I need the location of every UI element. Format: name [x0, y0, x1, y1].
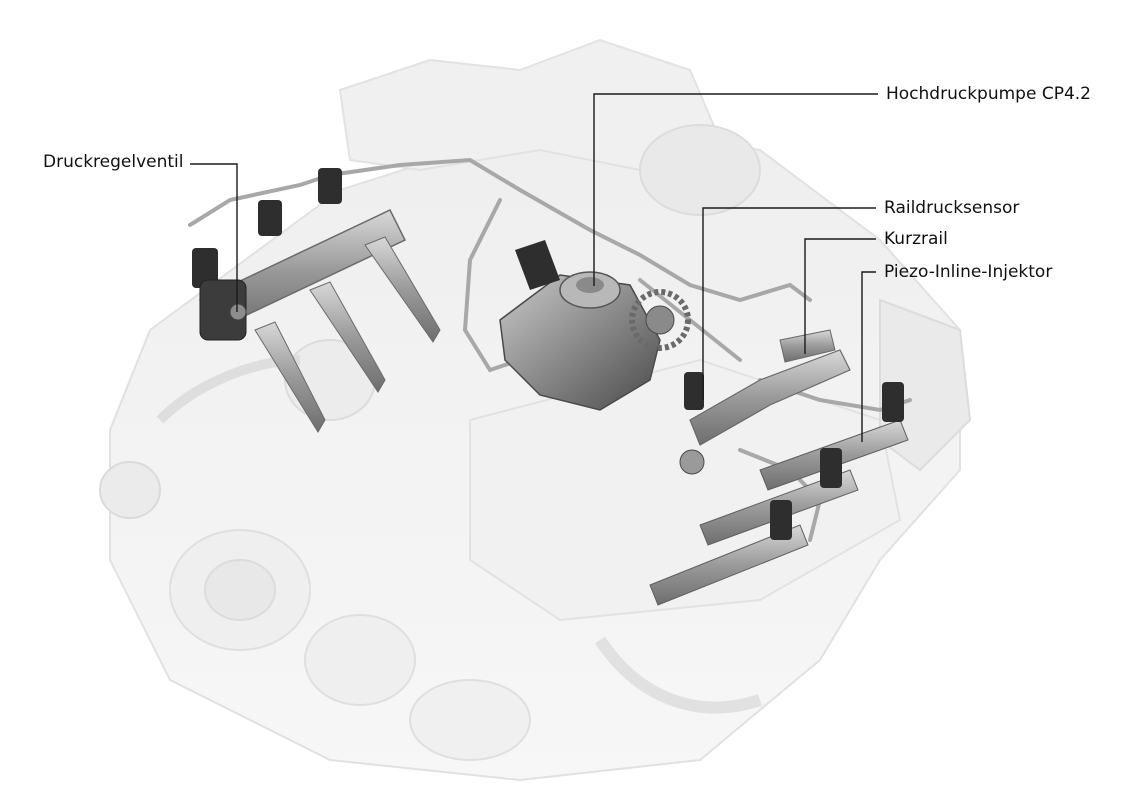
label-kurzrail: Kurzrail — [884, 229, 948, 249]
leader-hochdruckpumpe — [593, 93, 878, 286]
right-rail-assembly — [649, 329, 909, 606]
leader-druckregelventil — [190, 163, 238, 312]
left-rail-assembly — [192, 168, 441, 433]
label-hochdruckpumpe: Hochdruckpumpe CP4.2 — [886, 84, 1091, 104]
leader-piezo-injektor — [861, 271, 876, 442]
leader-kurzrail — [804, 238, 876, 354]
label-raildrucksensor: Raildrucksensor — [884, 198, 1020, 218]
label-druckregelventil: Druckregelventil — [43, 152, 184, 172]
leader-raildrucksensor — [702, 207, 876, 400]
high-pressure-pump — [499, 240, 691, 411]
leader-lines — [190, 93, 878, 442]
label-piezo-inline-injektor: Piezo-Inline-Injektor — [884, 262, 1053, 282]
engine-block-ghost — [99, 38, 972, 782]
